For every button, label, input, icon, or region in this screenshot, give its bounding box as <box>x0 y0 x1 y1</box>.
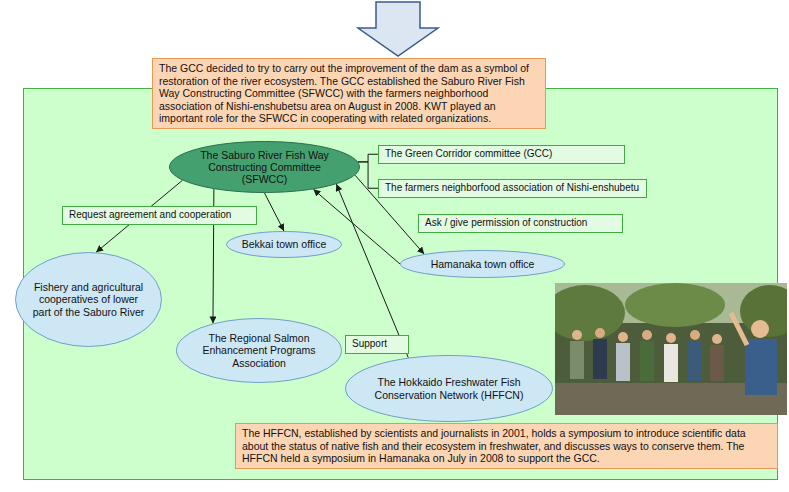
box-text: Support <box>352 338 387 351</box>
organization-ellipse: Fishery and agricultural cooperatives of… <box>15 252 162 347</box>
relation-label-box: Request agreement and cooperation <box>62 206 257 225</box>
note-box: The GCC decided to try to carry out the … <box>152 58 546 129</box>
ellipse-shape <box>177 319 342 383</box>
organization-ellipse: The Regional Salmon Enhancement Programs… <box>176 318 342 383</box>
photo-people <box>570 313 777 395</box>
relation-label-box: Support <box>345 335 409 354</box>
down-arrow-shape <box>358 2 438 56</box>
box-text: Request agreement and cooperation <box>69 209 231 222</box>
box-text: The Green Corridor committee (GCC) <box>385 148 552 161</box>
person-arm <box>731 313 747 345</box>
person-head <box>712 334 722 344</box>
connector <box>358 154 378 162</box>
note-box: The HFFCN, established by scientists and… <box>235 423 778 469</box>
ellipse-text: The Regional Salmon Enhancement Programs… <box>194 332 324 368</box>
person-body <box>710 345 724 381</box>
person-head <box>642 330 652 340</box>
photo-tree <box>625 283 725 327</box>
photo <box>555 283 787 415</box>
member-box: The Green Corridor committee (GCC) <box>378 145 625 164</box>
person-body <box>640 341 654 381</box>
photo-tree <box>555 285 625 341</box>
organization-ellipse: The Hokkaido Freshwater Fish Conservatio… <box>345 355 553 422</box>
ellipse-text: Bekkai town office <box>242 238 326 250</box>
connector <box>336 184 408 358</box>
ellipse-shape <box>16 253 162 347</box>
person-body <box>616 343 630 381</box>
connector <box>265 193 285 231</box>
connector <box>358 162 378 188</box>
organization-ellipse: Hamanaka town office <box>400 250 565 278</box>
ellipse-text: Fishery and agricultural cooperatives of… <box>30 281 148 317</box>
person-head <box>595 328 605 338</box>
relation-label-box: Ask / give permission of construction <box>418 214 623 233</box>
ellipse-shape <box>346 356 553 422</box>
person-body <box>688 341 702 381</box>
note-text: The GCC decided to try to carry out the … <box>159 62 529 124</box>
box-text: The farmers neighborfood association of … <box>385 182 639 195</box>
member-box: The farmers neighborfood association of … <box>378 179 647 198</box>
photo-tree <box>740 285 787 337</box>
person-body <box>664 344 678 382</box>
person-head <box>751 320 769 338</box>
organization-ellipse: Bekkai town office <box>226 231 342 258</box>
committee-ellipse: The Saburo River Fish Way Constructing C… <box>169 141 360 193</box>
ellipse-text: The Hokkaido Freshwater Fish Conservatio… <box>366 376 532 400</box>
person-head <box>618 332 628 342</box>
person-head <box>572 330 582 340</box>
person-body <box>745 339 777 395</box>
ellipse-shape <box>170 142 360 193</box>
person-body <box>593 339 607 379</box>
person-head <box>690 330 700 340</box>
ellipse-shape <box>227 232 342 258</box>
person-body <box>570 341 584 379</box>
ellipse-shape <box>401 251 565 278</box>
ellipse-text: Hamanaka town office <box>431 258 535 270</box>
box-text: Ask / give permission of construction <box>425 217 587 230</box>
note-text: The HFFCN, established by scientists and… <box>242 427 746 464</box>
down-arrow <box>0 0 789 60</box>
person-head <box>666 333 676 343</box>
ellipse-text: The Saburo River Fish Way Constructing C… <box>200 149 330 185</box>
